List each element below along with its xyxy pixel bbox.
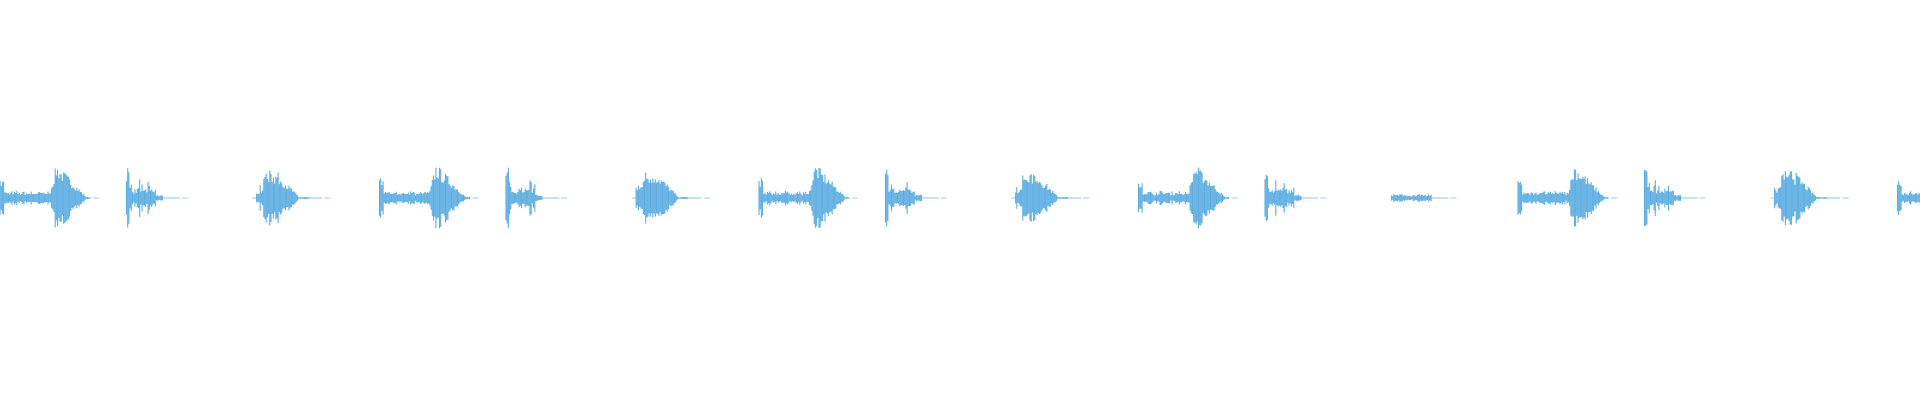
waveform-segment-flat-thin	[1390, 193, 1457, 203]
waveform-segment-spike-burst	[1264, 174, 1327, 222]
waveform-peaks	[505, 167, 560, 229]
waveform-peaks	[1137, 167, 1230, 229]
waveform-segment-long-swell	[1896, 180, 1920, 216]
waveform-segment-spike-burst	[1643, 170, 1706, 226]
waveform-segment-spike-burst	[505, 167, 568, 229]
waveform-peaks	[1390, 193, 1449, 203]
waveform-segment-short-swell	[1011, 174, 1090, 222]
waveform-segment-short-swell	[252, 170, 331, 226]
waveform-segment-long-swell	[1517, 169, 1618, 227]
waveform-peaks	[1643, 170, 1698, 226]
waveform-segment-spike-burst	[884, 169, 947, 227]
waveform-peaks	[1896, 180, 1920, 216]
waveform-peaks	[1264, 174, 1319, 222]
waveform-segment-long-swell	[378, 167, 479, 229]
waveform-peaks	[378, 167, 471, 229]
waveform-peaks	[0, 168, 91, 228]
waveform-peaks	[758, 168, 850, 228]
waveform-peaks	[252, 170, 322, 226]
waveform-peaks	[631, 172, 702, 224]
waveform-peaks	[1517, 169, 1609, 227]
waveform-segment-long-swell	[758, 168, 859, 228]
waveform-segment-short-swell	[1770, 171, 1849, 225]
waveform-peaks	[1011, 174, 1081, 222]
waveform-segment-spike-burst	[125, 168, 188, 228]
waveform-peaks	[1770, 171, 1840, 225]
waveform-peaks	[884, 169, 939, 227]
waveform-peaks	[125, 168, 180, 228]
waveform-segment-long-swell	[0, 168, 100, 228]
waveform-segment-short-swell	[631, 172, 711, 224]
waveform-segment-long-swell	[1137, 167, 1238, 229]
